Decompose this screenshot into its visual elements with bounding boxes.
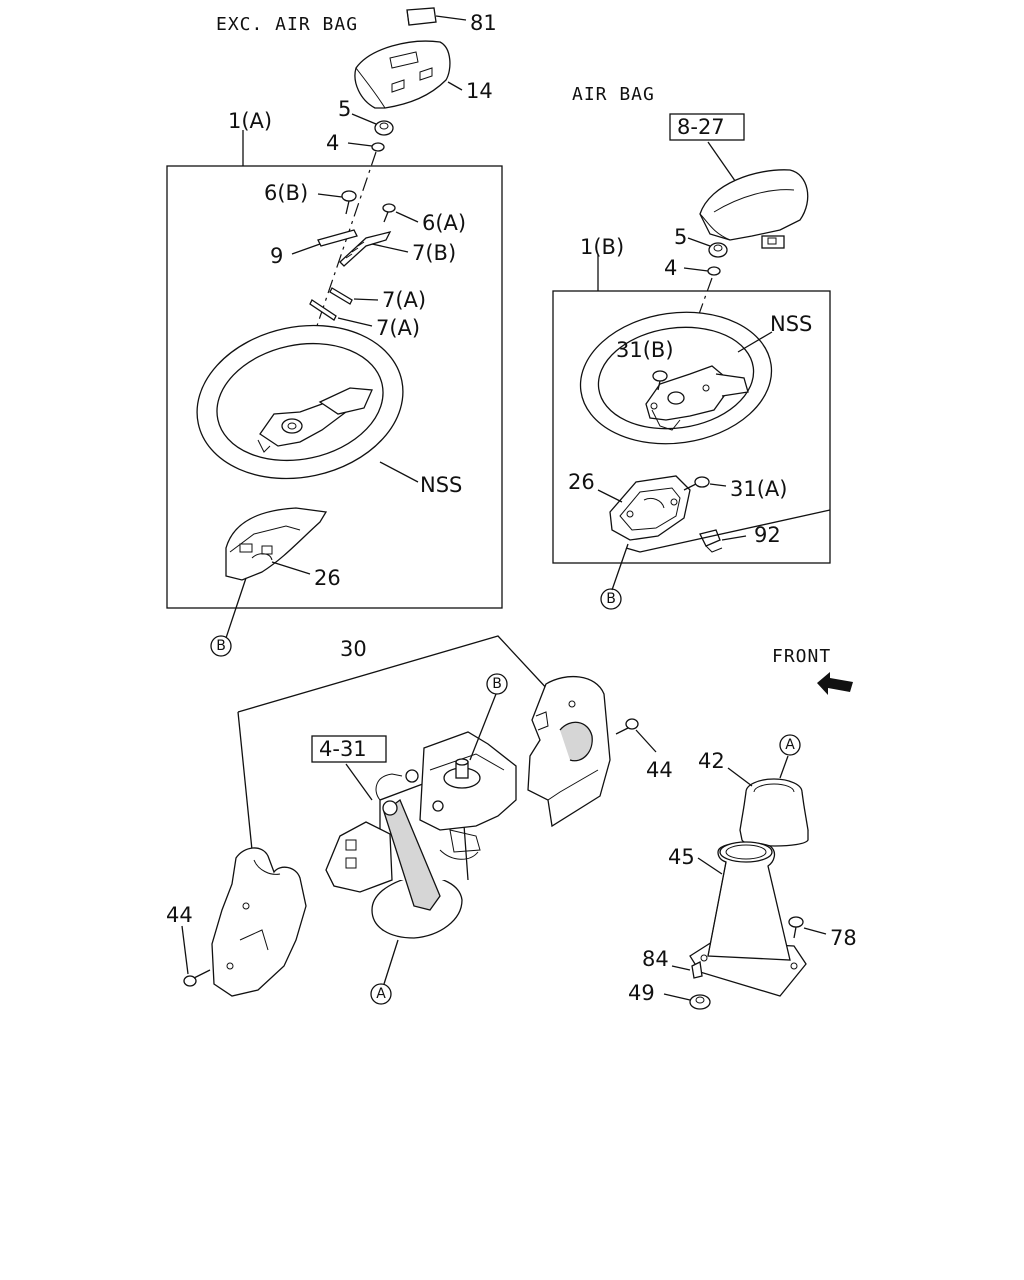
- callout-30: 30: [340, 637, 367, 661]
- part-31b-screw: [652, 370, 668, 391]
- callout-6a: 6(A): [422, 211, 466, 235]
- marker-b-left: B: [210, 635, 232, 657]
- part-7a-spring-lower: [309, 299, 337, 321]
- steering-wheel-air-bag: [579, 311, 773, 445]
- part-4-washer-right: [707, 266, 721, 276]
- part-4-washer-left: [371, 142, 385, 152]
- part-6a-screw: [382, 203, 396, 223]
- part-78-screw: [788, 916, 804, 939]
- part-steering-column: [325, 731, 517, 939]
- part-9-plate: [317, 229, 358, 247]
- group-box-1b: [552, 290, 831, 564]
- part-7b-contact: [339, 231, 392, 267]
- svg-text:B: B: [216, 638, 226, 654]
- callout-31b: 31(B): [616, 338, 674, 362]
- part-column-cover-upper: [527, 675, 611, 828]
- callout-5-right: 5: [674, 225, 687, 249]
- svg-text:A: A: [785, 737, 795, 753]
- marker-b-center: B: [486, 673, 508, 695]
- section-title-air-bag: AIR BAG: [572, 84, 655, 105]
- callout-26-right: 26: [568, 470, 595, 494]
- part-26-cover-left: [225, 507, 328, 581]
- part-81-emblem: [406, 7, 437, 26]
- marker-a-right: A: [779, 734, 801, 756]
- svg-text:B: B: [492, 676, 502, 692]
- callout-44-lower: 44: [166, 903, 193, 927]
- part-5-nut-right: [708, 242, 728, 258]
- ref-4-31: 4-31: [319, 737, 367, 761]
- marker-a-bottom: A: [370, 983, 392, 1005]
- section-title-exc-air-bag: EXC. AIR BAG: [216, 14, 358, 35]
- callout-44-upper: 44: [646, 758, 673, 782]
- callout-92: 92: [754, 523, 781, 547]
- callout-7b: 7(B): [412, 241, 456, 265]
- part-84-clip: [691, 961, 703, 979]
- part-44-screw-lower: [183, 969, 211, 987]
- part-31a-screw: [683, 476, 710, 491]
- part-air-bag-module: [699, 169, 809, 249]
- callout-4-right: 4: [664, 256, 677, 280]
- part-49-nut: [689, 994, 711, 1010]
- callout-5-left: 5: [338, 97, 351, 121]
- front-arrow-icon: [817, 672, 853, 695]
- svg-text:A: A: [376, 986, 386, 1002]
- part-45-hole-cover: [689, 841, 807, 997]
- callout-4-left: 4: [326, 131, 339, 155]
- callout-45: 45: [668, 845, 695, 869]
- steering-wheel-exc-air-bag: [196, 324, 404, 480]
- ref-box-4-31: [311, 735, 387, 763]
- callout-1a: 1(A): [228, 109, 272, 133]
- part-26-cover-right: [609, 475, 691, 541]
- group-box-1a: [166, 165, 503, 609]
- part-7a-spring-upper: [329, 287, 353, 305]
- callout-6b: 6(B): [264, 181, 308, 205]
- callout-81: 81: [470, 11, 497, 35]
- callout-7a-upper: 7(A): [382, 288, 426, 312]
- callout-78: 78: [830, 926, 857, 950]
- callout-14: 14: [466, 79, 493, 103]
- callout-7a-lower: 7(A): [376, 316, 420, 340]
- callout-49: 49: [628, 981, 655, 1005]
- callout-31a: 31(A): [730, 477, 787, 501]
- front-label: FRONT: [772, 646, 831, 667]
- callout-42: 42: [698, 749, 725, 773]
- part-6b-screw: [341, 190, 357, 215]
- callout-nss-right: NSS: [770, 312, 812, 336]
- part-92-clip: [699, 529, 723, 553]
- ref-8-27: 8-27: [677, 115, 725, 139]
- callout-9: 9: [270, 244, 283, 268]
- callout-1b: 1(B): [580, 235, 624, 259]
- marker-b-right: B: [600, 588, 622, 610]
- part-5-nut-left: [374, 120, 394, 136]
- part-42-boot: [739, 778, 809, 847]
- callout-nss-left: NSS: [420, 473, 462, 497]
- part-14-horn-cover: [354, 40, 451, 109]
- part-44-screw-upper: [615, 718, 639, 735]
- callout-26-left: 26: [314, 566, 341, 590]
- ref-box-8-27: [669, 113, 745, 141]
- callout-84: 84: [642, 947, 669, 971]
- svg-text:B: B: [606, 591, 616, 607]
- part-column-cover-lower: [211, 847, 307, 997]
